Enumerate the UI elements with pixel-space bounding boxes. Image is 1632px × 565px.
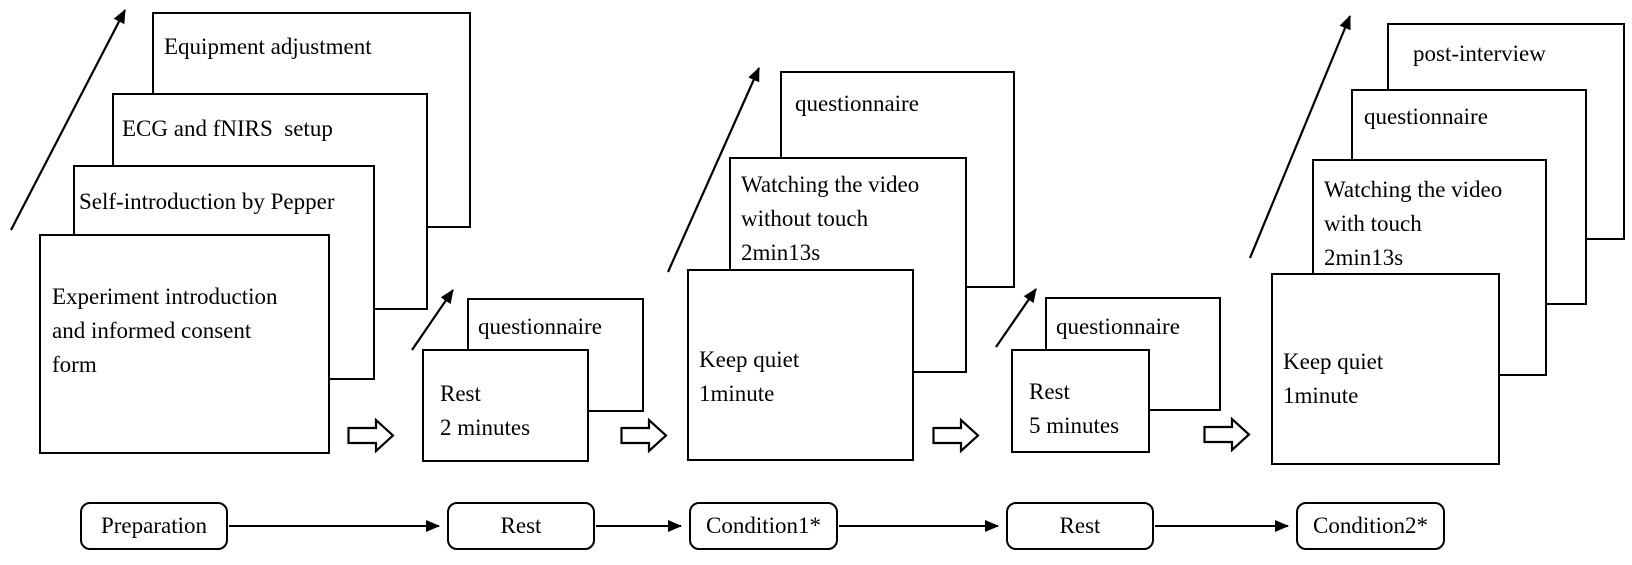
flow-arrow-icon: [347, 418, 395, 453]
timeline-connector-arrow-icon: [229, 520, 440, 532]
timeline-step-condition1: Condition1*: [689, 502, 838, 550]
card-label: questionnaire: [1364, 104, 1488, 129]
timeline-connector-arrow-icon: [1155, 520, 1289, 532]
timeline-step-label: Rest: [500, 513, 542, 538]
card-label: Keep quiet 1minute: [699, 347, 800, 406]
timeline-connector-arrow-icon: [596, 520, 682, 532]
stack-arrow-icon: [10, 9, 126, 231]
card-label: Watching the video without touch 2min13s: [741, 172, 920, 265]
stack-arrow-icon: [1248, 15, 1352, 259]
card-rest-5-minutes: Rest 5 minutes: [1011, 349, 1150, 453]
flow-arrow-icon: [1203, 417, 1251, 452]
card-label: Equipment adjustment: [164, 34, 372, 59]
card-label: questionnaire: [1056, 314, 1180, 339]
stack-arrow-icon: [995, 288, 1037, 348]
card-label: Self-introduction by Pepper: [79, 189, 335, 214]
stack-arrow-icon: [411, 289, 454, 351]
card-keep-quiet-1: Keep quiet 1minute: [687, 269, 914, 461]
card-label: Keep quiet 1minute: [1283, 349, 1384, 408]
timeline-step-label: Condition2*: [1312, 513, 1428, 538]
card-rest-2-minutes: Rest 2 minutes: [422, 349, 589, 462]
card-label: Rest 2 minutes: [440, 381, 531, 440]
stack-arrow-icon: [666, 67, 761, 273]
timeline-step-label: Condition1*: [705, 513, 821, 538]
flow-arrow-icon: [932, 418, 980, 453]
card-label: post-interview: [1413, 41, 1546, 66]
timeline-step-preparation: Preparation: [80, 502, 228, 550]
timeline-step-rest-1: Rest: [447, 502, 595, 550]
timeline-step-label: Preparation: [100, 513, 207, 538]
card-label: ECG and fNIRS setup: [122, 116, 333, 141]
timeline-step-label: Rest: [1059, 513, 1101, 538]
card-label: Watching the video with touch 2min13s: [1324, 177, 1503, 270]
timeline-step-rest-2: Rest: [1006, 502, 1154, 550]
card-experiment-introduction: Experiment introduction and informed con…: [39, 234, 330, 454]
flow-arrow-icon: [620, 418, 668, 453]
card-label: Rest 5 minutes: [1029, 379, 1120, 438]
card-label: questionnaire: [795, 91, 919, 116]
card-label: Experiment introduction and informed con…: [52, 284, 278, 377]
timeline-step-condition2: Condition2*: [1296, 502, 1445, 550]
timeline-connector-arrow-icon: [839, 520, 999, 532]
card-label: questionnaire: [478, 314, 602, 339]
card-keep-quiet-2: Keep quiet 1minute: [1271, 273, 1500, 465]
